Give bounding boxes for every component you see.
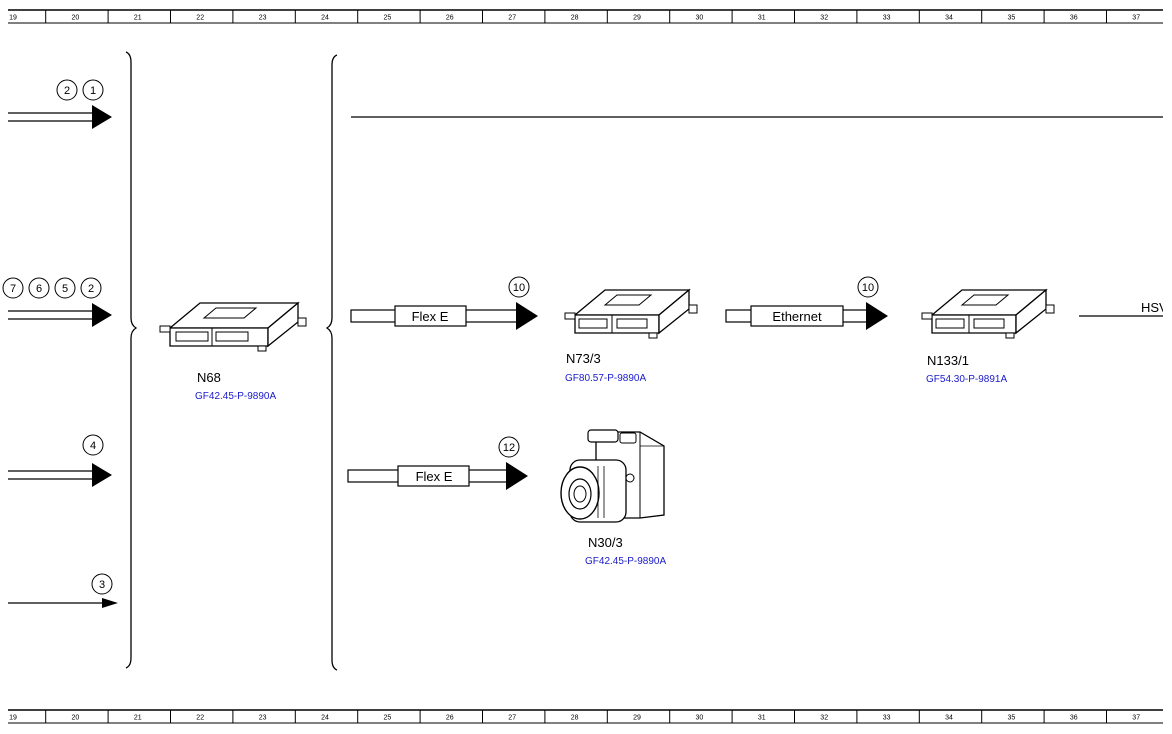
circle-marker: 7: [2, 277, 24, 299]
bottom-ruler-column-32: 32: [820, 715, 828, 722]
bottom-ruler-column-34: 34: [945, 715, 953, 722]
top-ruler-column-36: 36: [1070, 15, 1078, 22]
top-grid-ruler: 19 20 21 22 23 24 25 26 27 28 29 30 31 32 33 34 35 36 37: [8, 9, 1163, 24]
top-ruler-column-20: 20: [72, 15, 80, 22]
svg-text:10: 10: [862, 282, 874, 294]
svg-text:5: 5: [62, 283, 68, 295]
circle-marker: 10: [508, 276, 530, 298]
bottom-ruler-column-30: 30: [696, 715, 704, 722]
component-label-n30-3: N30/3: [588, 535, 623, 550]
top-ruler-column-21: 21: [134, 15, 142, 22]
camera-unit-n30-3-image: [560, 429, 665, 523]
top-ruler-column-22: 22: [196, 15, 204, 22]
incoming-arrow-3: [8, 463, 112, 487]
connection-label-flex-e-bottom: Flex E: [416, 469, 453, 484]
top-ruler-column-28: 28: [571, 15, 579, 22]
bottom-ruler-column-22: 22: [196, 715, 204, 722]
bottom-ruler-column-37: 37: [1132, 715, 1140, 722]
bottom-ruler-column-23: 23: [259, 715, 267, 722]
bottom-ruler-column-21: 21: [134, 715, 142, 722]
circle-marker: 12: [498, 436, 520, 458]
top-ruler-column-29: 29: [633, 15, 641, 22]
circle-marker: 1: [82, 79, 104, 101]
bottom-ruler-column-33: 33: [883, 715, 891, 722]
control-unit-n73-3-image: [564, 288, 698, 339]
bottom-ruler-column-28: 28: [571, 715, 579, 722]
svg-text:6: 6: [36, 283, 42, 295]
top-ruler-column-37: 37: [1132, 15, 1140, 22]
circle-marker: 2: [56, 79, 78, 101]
top-ruler-column-32: 32: [820, 15, 828, 22]
component-label-n133-1: N133/1: [927, 353, 969, 368]
circle-marker: 10: [857, 276, 879, 298]
component-ref-link-n133-1[interactable]: GF54.30-P-9891A: [926, 374, 1007, 385]
bottom-ruler-column-36: 36: [1070, 715, 1078, 722]
bottom-ruler-column-35: 35: [1008, 715, 1016, 722]
bottom-ruler-column-31: 31: [758, 715, 766, 722]
component-label-n68: N68: [197, 370, 221, 385]
bottom-ruler-column-27: 27: [508, 715, 516, 722]
circle-marker: 3: [91, 573, 113, 595]
component-ref-link-n73-3[interactable]: GF80.57-P-9890A: [565, 373, 646, 384]
svg-text:2: 2: [64, 85, 70, 97]
svg-text:1: 1: [90, 85, 96, 97]
control-unit-n133-1-image: [921, 288, 1055, 339]
top-ruler-column-25: 25: [384, 15, 392, 22]
connection-hsv: HSV: [1079, 300, 1168, 317]
connection-flex-e-bottom: Flex E 12: [347, 436, 528, 490]
top-ruler-column-26: 26: [446, 15, 454, 22]
top-ruler-column-30: 30: [696, 15, 704, 22]
connection-flex-e-top: Flex E 10: [350, 276, 538, 330]
incoming-arrow-4: [8, 598, 118, 608]
right-brace: [325, 54, 338, 671]
svg-text:2: 2: [88, 283, 94, 295]
svg-text:7: 7: [10, 283, 16, 295]
bottom-ruler-column-20: 20: [72, 715, 80, 722]
component-ref-link-n68[interactable]: GF42.45-P-9890A: [195, 391, 276, 402]
svg-text:10: 10: [513, 282, 525, 294]
top-ruler-column-23: 23: [259, 15, 267, 22]
top-ruler-column-34: 34: [945, 15, 953, 22]
bottom-ruler-column-19: 19: [9, 715, 17, 722]
connection-label-flex-e-top: Flex E: [412, 309, 449, 324]
incoming-markers-4: 3: [91, 573, 113, 595]
svg-text:4: 4: [90, 440, 96, 452]
circle-marker: 5: [54, 277, 76, 299]
top-ruler-column-27: 27: [508, 15, 516, 22]
incoming-markers-2: 7 6 5 2: [2, 277, 102, 299]
bottom-grid-ruler: 19 20 21 22 23 24 25 26 27 28 29 30 31 32 33 34 35 36 37: [8, 709, 1163, 724]
connection-label-hsv: HSV: [1141, 300, 1168, 315]
circle-marker: 6: [28, 277, 50, 299]
top-ruler-column-33: 33: [883, 15, 891, 22]
top-ruler-column-24: 24: [321, 15, 329, 22]
connection-label-ethernet: Ethernet: [772, 309, 822, 324]
svg-text:3: 3: [99, 579, 105, 591]
top-ruler-column-19: 19: [9, 15, 17, 22]
bottom-ruler-column-24: 24: [321, 715, 329, 722]
svg-text:12: 12: [503, 442, 515, 454]
left-brace: [125, 51, 138, 669]
control-unit-n68-image: [159, 301, 307, 352]
circle-marker: 2: [80, 277, 102, 299]
incoming-arrow-1: [8, 105, 112, 129]
top-ruler-column-35: 35: [1008, 15, 1016, 22]
incoming-arrow-2: [8, 303, 112, 327]
bottom-ruler-column-26: 26: [446, 715, 454, 722]
incoming-markers-3: 4: [82, 434, 104, 456]
connection-ethernet: Ethernet 10: [725, 276, 888, 330]
component-label-n73-3: N73/3: [566, 351, 601, 366]
circle-marker: 4: [82, 434, 104, 456]
bottom-ruler-column-29: 29: [633, 715, 641, 722]
top-ruler-column-31: 31: [758, 15, 766, 22]
bottom-ruler-column-25: 25: [384, 715, 392, 722]
incoming-markers-1: 2 1: [56, 79, 104, 101]
component-ref-link-n30-3[interactable]: GF42.45-P-9890A: [585, 556, 666, 567]
